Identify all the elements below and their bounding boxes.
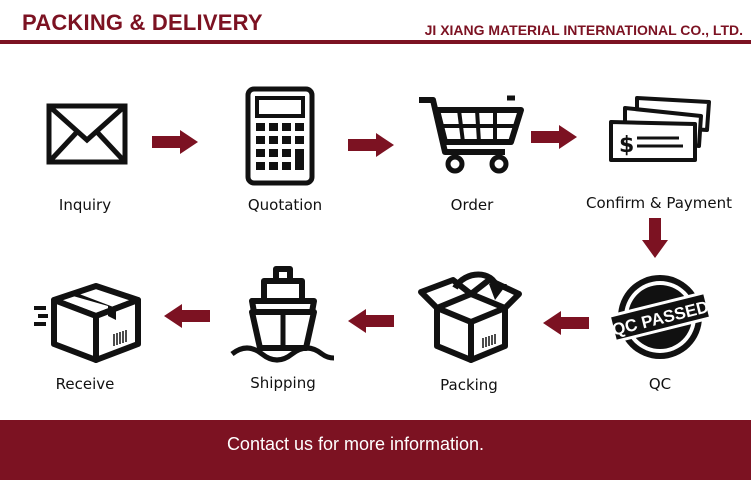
arrow-down-icon [642,218,668,263]
footer-contact-text: Contact us for more information. [226,434,485,454]
qc-passed-stamp-icon: QC PASSED [607,275,713,359]
step-label-inquiry: Inquiry [58,196,112,214]
arrow-right-icon [531,125,577,154]
page-title: PACKING & DELIVERY [22,10,263,35]
step-qc: QC PASSED [575,272,745,362]
step-receive [0,270,170,366]
delivery-box-icon [34,283,141,363]
footer-banner: Contact us for more information. [0,420,751,480]
svg-text:$: $ [619,133,634,158]
step-confirm-payment: $ [573,94,743,170]
step-label-confirm-payment: Confirm & Payment [585,194,733,212]
arrow-right-icon [152,130,198,159]
step-inquiry [0,100,170,170]
company-name: JI XIANG MATERIAL INTERNATIONAL CO., LTD… [424,22,743,38]
step-quotation [195,86,365,186]
calculator-icon [245,86,315,186]
arrow-left-icon [164,304,210,333]
step-label-order: Order [450,196,494,214]
shopping-cart-icon [419,95,524,174]
packing-box-icon [418,271,522,363]
step-label-packing: Packing [440,376,498,394]
step-label-qc: QC [648,375,672,393]
arrow-left-icon [348,309,394,338]
cheque-icon: $ [609,96,711,162]
step-packing [385,266,555,366]
step-label-shipping: Shipping [250,374,316,392]
step-shipping [198,266,368,364]
envelope-icon [46,103,128,165]
header-divider [0,40,751,44]
step-label-receive: Receive [55,375,115,393]
ship-icon [230,266,335,363]
arrow-right-icon [348,133,394,162]
step-order [385,92,555,176]
arrow-left-icon [543,311,589,340]
step-label-quotation: Quotation [247,196,323,214]
